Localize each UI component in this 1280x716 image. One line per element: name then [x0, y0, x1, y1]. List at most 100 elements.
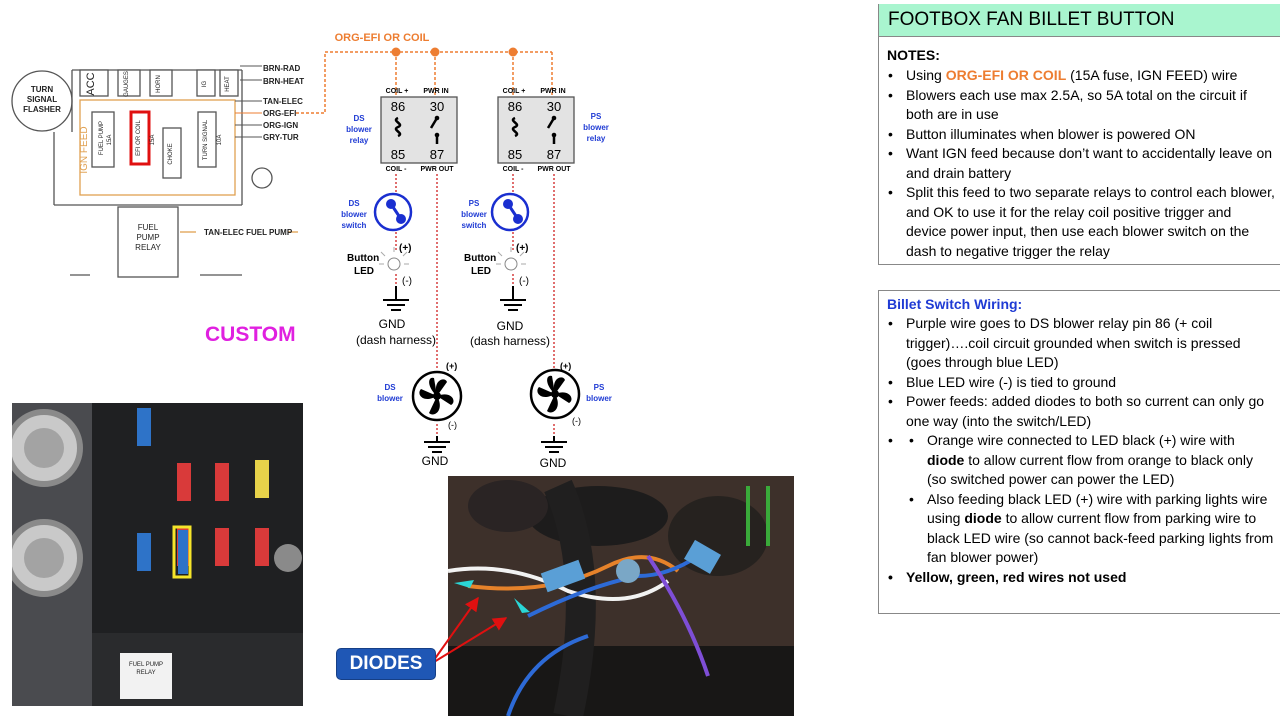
ps-pwr-out: PWR OUT	[537, 166, 571, 173]
ds-relay-label-2: blower	[346, 125, 372, 134]
fuse-panel-drawing	[11, 69, 298, 278]
ds-pin-30: 30	[430, 99, 444, 114]
ign-feed-label: IGN FEED	[79, 126, 90, 173]
ds-led-plus: (+)	[399, 243, 412, 254]
billet-subitem: Orange wire connected to LED black (+) w…	[909, 431, 1275, 490]
ps-pin-85: 85	[508, 147, 522, 162]
ds-led-label-1: Button	[347, 253, 379, 264]
note-item: Blowers each use max 2.5A, so 5A total o…	[888, 86, 1275, 125]
billet-sublist-wrap: Orange wire connected to LED black (+) w…	[888, 431, 1275, 568]
ps-dash-ground-icon	[500, 286, 526, 311]
notes-list: Using ORG-EFI OR COIL (15A fuse, IGN FEE…	[879, 66, 1280, 261]
billet-item: Purple wire goes to DS blower relay pin …	[888, 314, 1275, 373]
billet-text: to allow current flow from orange to bla…	[927, 451, 1254, 488]
ps-switch-label-1: PS	[469, 199, 480, 208]
ps-switch-label-2: blower	[461, 210, 487, 219]
ds-switch-icon	[373, 192, 413, 232]
ps-blower-icon	[529, 368, 581, 420]
wiring-photo	[448, 476, 794, 716]
fuse-box-photo: FUEL PUMP RELAY	[12, 403, 303, 706]
acc-label: ACC	[85, 72, 97, 95]
wire-label-4: ORG-EFI	[263, 109, 296, 118]
fuse-name-1: FUEL PUMP	[99, 121, 105, 155]
billet-item: Yellow, green, red wires not used	[888, 568, 1275, 588]
billet-text: to allow current flow from parking wire …	[927, 510, 1274, 565]
diodes-arrows	[433, 596, 508, 663]
ps-blower-label-1: PS	[594, 383, 605, 392]
billet-bold: diode	[964, 510, 1002, 526]
ds-relay	[380, 96, 458, 164]
ds-switch-label-1: DS	[348, 199, 360, 208]
billet-text: Orange wire connected to LED black (+) w…	[927, 432, 1235, 448]
top-fuse-4: HEAT	[225, 76, 231, 92]
ds-led-icon	[379, 247, 409, 271]
wire-label-3: TAN-ELEC	[263, 97, 303, 106]
note-item: Split this feed to two separate relays t…	[888, 183, 1275, 261]
ds-blower-minus: (-)	[448, 420, 457, 430]
wire-label-6: GRY-TUR	[263, 133, 299, 142]
ps-pin-86: 86	[508, 99, 522, 114]
ds-blower-label-1: DS	[384, 383, 396, 392]
ps-coil-minus: COIL -	[503, 166, 525, 173]
ds-pin-87: 87	[430, 147, 444, 162]
ps-blower-minus: (-)	[572, 416, 581, 426]
ps-blower-ground-icon	[541, 436, 567, 453]
ds-led-minus: (-)	[402, 276, 412, 287]
feed-label: ORG-EFI OR COIL	[335, 32, 430, 44]
ds-pwr-in: PWR IN	[423, 88, 448, 95]
fuse-amps-2: 15A	[150, 135, 156, 146]
billet-list: Purple wire goes to DS blower relay pin …	[879, 314, 1280, 587]
ds-pwr-out: PWR OUT	[420, 166, 454, 173]
ds-relay-label-3: relay	[350, 136, 369, 145]
ds-blower-plus: (+)	[446, 361, 457, 371]
fuse-amps-1: 15A	[107, 135, 113, 146]
note-highlight: ORG-EFI OR COIL	[945, 67, 1067, 83]
notes-heading: NOTES:	[887, 47, 940, 63]
note-item: Button illuminates when blower is powere…	[888, 125, 1275, 145]
fuse-photo-text-1: FUEL PUMP	[128, 662, 164, 668]
control-wiring	[395, 174, 555, 436]
relay-wire-label: TAN-ELEC FUEL PUMP	[204, 228, 293, 237]
ps-switch-icon	[490, 192, 530, 232]
ds-dash-harness: (dash harness)	[356, 333, 436, 347]
ps-dash-harness: (dash harness)	[470, 334, 550, 348]
ps-led-icon	[496, 247, 526, 271]
billet-subitem: Also feeding black LED (+) wire with par…	[909, 490, 1275, 568]
wire-label-5: ORG-IGN	[263, 121, 298, 130]
ds-blower-label-2: blower	[377, 394, 403, 403]
fuse-name-4: TURN SIGNAL	[203, 119, 209, 160]
ps-pin-30: 30	[547, 99, 561, 114]
ds-blower-icon	[411, 370, 463, 422]
ds-blower-gnd: GND	[422, 454, 449, 468]
ps-led-minus: (-)	[519, 276, 529, 287]
top-fuse-3: IG	[202, 81, 208, 88]
relay-label-2: PUMP	[136, 233, 159, 242]
feed-node	[391, 47, 401, 57]
note-text: Using	[906, 67, 946, 83]
billet-sublist: Orange wire connected to LED black (+) w…	[879, 431, 1275, 568]
ps-relay	[497, 96, 575, 164]
diodes-label: DIODES	[336, 648, 436, 680]
feed-node	[430, 47, 440, 57]
ds-blower-ground-icon	[424, 436, 450, 453]
billet-panel: Billet Switch Wiring: Purple wire goes t…	[878, 290, 1280, 614]
note-text: (15A fuse, IGN FEED) wire	[1066, 67, 1238, 83]
ps-relay-label-2: blower	[583, 123, 609, 132]
billet-heading: Billet Switch Wiring:	[887, 296, 1023, 312]
billet-item: Power feeds: added diodes to both so cur…	[888, 392, 1275, 431]
ps-pin-87: 87	[547, 147, 561, 162]
ps-dash-gnd: GND	[497, 319, 524, 333]
ds-coil-minus: COIL -	[386, 166, 408, 173]
ds-dash-ground-icon	[383, 286, 409, 311]
ds-switch-label-2: blower	[341, 210, 367, 219]
ps-led-label-2: LED	[471, 266, 491, 277]
ps-blower-gnd: GND	[540, 456, 567, 470]
feed-wire	[296, 51, 553, 114]
wire-label-2: BRN-HEAT	[263, 77, 304, 86]
fuse-photo-text-2: RELAY	[136, 670, 156, 676]
note-item: Want IGN feed because don’t want to acci…	[888, 144, 1275, 183]
flasher-label-1: TURN	[31, 85, 53, 94]
billet-bold: diode	[927, 451, 965, 468]
relay-label-3: RELAY	[135, 243, 161, 252]
ps-led-plus: (+)	[516, 243, 529, 254]
